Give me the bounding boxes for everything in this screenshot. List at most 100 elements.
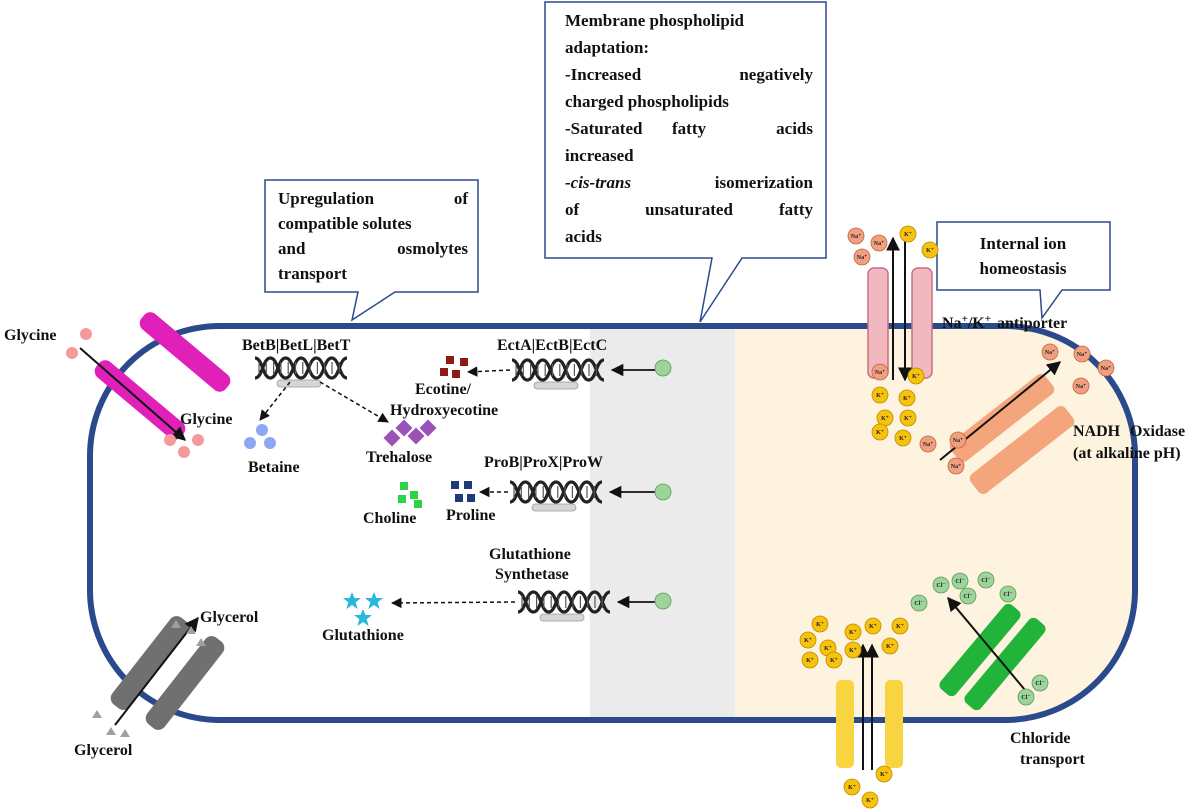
k-ion: K⁺ [844,623,862,641]
callout-line: transport [278,264,347,283]
nadh-label-2: (at alkaline pH) [1073,445,1181,462]
na-ion: Na⁺ [871,363,889,381]
svg-text:Na⁺: Na⁺ [951,464,962,470]
k-ion: K⁺ [801,651,819,669]
callout-line: compatible solutes [278,214,412,233]
na-ion: Na⁺ [870,234,888,252]
svg-text:Na⁺: Na⁺ [875,370,886,376]
nadh-ions: Na⁺Na⁺Na⁺Na⁺Na⁺Na⁺Na⁺ [919,343,1115,475]
callout-word: unsaturated [645,200,733,219]
k-ion: K⁺ [799,631,817,649]
k-ion: K⁺ [871,386,889,404]
svg-text:K⁺: K⁺ [912,374,920,380]
svg-text:K⁺: K⁺ [824,646,832,652]
k-ion: K⁺ [871,423,889,441]
callout-word: -Increased [565,65,642,84]
svg-text:K⁺: K⁺ [880,772,888,778]
na-ion: Na⁺ [1072,377,1090,395]
k-ion: K⁺ [899,409,917,427]
svg-text:K⁺: K⁺ [903,396,911,402]
svg-text:K⁺: K⁺ [904,232,912,238]
chloride-label-2: transport [1020,751,1086,768]
svg-text:K⁺: K⁺ [876,393,884,399]
k-ion: K⁺ [898,389,916,407]
svg-text:Na⁺: Na⁺ [857,255,868,261]
k-channel [836,643,903,770]
ect-dna-icon [511,358,605,390]
k-ion: K⁺ [811,615,829,633]
svg-text:K⁺: K⁺ [926,248,934,254]
k-ion: K⁺ [864,617,882,635]
proline-molecules [451,481,475,502]
svg-text:K⁺: K⁺ [886,644,894,650]
svg-text:K⁺: K⁺ [899,436,907,442]
svg-text:Cl⁻: Cl⁻ [914,601,923,607]
glycine-inside-label: Glycine [180,411,232,428]
na-ion: Na⁺ [1073,345,1091,363]
callout-line: adaptation: [565,38,649,57]
gsh-gene-label-2: Synthetase [495,566,569,583]
na-ion: Na⁺ [1041,343,1059,361]
svg-text:K⁺: K⁺ [848,785,856,791]
svg-text:K⁺: K⁺ [896,624,904,630]
callout-line: acids [565,227,602,246]
k-ion: K⁺ [907,367,925,385]
glycine-outside-label: Glycine [4,327,56,344]
choline-molecules [398,482,422,508]
svg-text:K⁺: K⁺ [876,430,884,436]
callout-line: homeostasis [980,259,1067,278]
chloride-ions: Cl⁻Cl⁻Cl⁻Cl⁻Cl⁻Cl⁻Cl⁻Cl⁻ [910,571,1049,706]
callout-membrane: Membrane phospholipid adaptation: -Increas… [544,1,827,323]
k-ion: K⁺ [861,791,879,809]
cl-ion-pro [654,483,672,501]
betb-gene-label: BetB|BetL|BetT [242,337,351,354]
svg-text:Na⁺: Na⁺ [1101,366,1112,372]
svg-text:K⁺: K⁺ [806,658,814,664]
svg-text:Na⁺: Na⁺ [1077,352,1088,358]
na-ion: Na⁺ [853,248,871,266]
cl-ion: Cl⁻ [977,571,995,589]
svg-text:K⁺: K⁺ [904,416,912,422]
betaine-label: Betaine [248,459,300,476]
glycerol-outside-label: Glycerol [74,742,133,759]
callout-word: osmolytes [397,239,468,258]
callout-line: charged phospholipids [565,92,729,111]
betaine-molecules [244,424,276,449]
svg-text:Na⁺: Na⁺ [1076,384,1087,390]
glycine-transporter [79,312,231,441]
k-ions: K⁺K⁺K⁺K⁺K⁺K⁺K⁺K⁺K⁺K⁺K⁺K⁺K⁺ [799,615,909,809]
glycine-molecules-in [164,434,204,458]
callout-word: of [454,189,469,208]
svg-text:Na⁺: Na⁺ [851,234,862,240]
ectoine-label-2: Hydroxyecotine [390,402,498,419]
cl-ion: Cl⁻ [999,585,1017,603]
callout-word: of [565,200,580,219]
gsh-dna-icon [517,590,611,622]
callout-line: Membrane phospholipid [565,11,745,30]
cl-ion: Cl⁻ [1031,674,1049,692]
svg-text:Na⁺: Na⁺ [874,241,885,247]
svg-text:K⁺: K⁺ [881,416,889,422]
svg-text:Na⁺: Na⁺ [1045,350,1056,356]
k-ion: K⁺ [825,651,843,669]
callout-word: -cis-trans [565,173,632,192]
svg-text:K⁺: K⁺ [804,638,812,644]
callout-word: isomerization [715,173,814,192]
betb-dna-icon [254,356,348,388]
callout-line: increased [565,146,634,165]
glycerol-inside-label: Glycerol [200,609,259,626]
nadh-label-1b: Oxidase [1130,423,1185,440]
callout-word: acids [776,119,813,138]
trehalose-label: Trehalose [366,449,432,466]
cl-ion-gsh [654,592,672,610]
cl-ion: Cl⁻ [932,576,950,594]
ectoine-molecules [440,356,468,378]
ect-gene-label: EctA|EctB|EctC [497,337,607,354]
svg-text:Cl⁻: Cl⁻ [936,583,945,589]
callout-word: negatively [739,65,813,84]
na-ion: Na⁺ [947,457,965,475]
k-ion: K⁺ [921,241,939,259]
na-ion: Na⁺ [847,227,865,245]
